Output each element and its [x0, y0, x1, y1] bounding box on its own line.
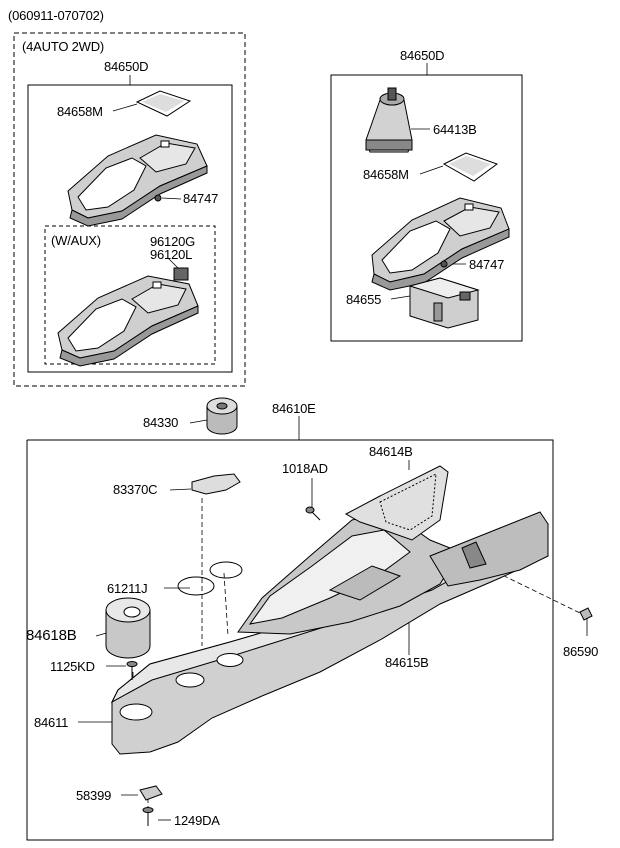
part-label-84658M-left: 84658M [57, 104, 103, 119]
part-label-83370C: 83370C [113, 482, 158, 497]
group-w-aux-frame [44, 225, 216, 365]
bezel-right [371, 197, 510, 291]
aux-jack-96120 [173, 267, 189, 281]
screw-1249DA [142, 807, 154, 826]
panel-84614B [344, 465, 449, 541]
part-label-84747-left: 84747 [183, 191, 219, 206]
bracket-83370C [191, 473, 241, 495]
part-label-1125KD: 1125KD [50, 659, 95, 674]
mat-61211J [177, 561, 243, 596]
part-label-84618B: 84618B [26, 627, 77, 644]
part-label-84611: 84611 [34, 715, 69, 730]
kit-84650D-right-frame [330, 74, 523, 342]
clip-86590 [579, 607, 593, 621]
part-label-96120L: 96120L [150, 247, 193, 262]
bracket-84655 [408, 277, 480, 329]
part-label-58399: 58399 [76, 788, 112, 803]
part-label-84658M-right: 84658M [363, 167, 409, 182]
part-label-84655: 84655 [346, 292, 382, 307]
part-label-96120G: 96120G [150, 234, 196, 249]
bezel-left-upper [67, 134, 208, 227]
clip-84747-left [154, 194, 162, 202]
part-label-61211J: 61211J [107, 581, 148, 596]
console-upper-84615B [237, 511, 461, 635]
part-label-84610E: 84610E [272, 401, 316, 416]
power-outlet-84330 [206, 397, 238, 435]
screw-1125KD [126, 661, 138, 680]
cup-holder-84618B [105, 597, 151, 659]
bolt-1018AD [305, 506, 321, 521]
console-rear-84615B [429, 511, 549, 587]
shift-boot-64413B [365, 87, 413, 153]
clip-84747-right [440, 260, 448, 268]
console-assembly-frame [26, 439, 554, 841]
bezel-aux [57, 275, 199, 367]
part-label-86590: 86590 [563, 644, 599, 659]
part-label-84650D-left: 84650D [104, 59, 149, 74]
group-4auto-2wd-frame [13, 32, 246, 387]
part-label-84330: 84330 [143, 415, 179, 430]
group-label-4auto-2wd: (4AUTO 2WD) [22, 39, 105, 54]
part-label-1249DA: 1249DA [174, 813, 220, 828]
part-label-1018AD: 1018AD [282, 461, 328, 476]
part-label-84615B: 84615B [385, 655, 429, 670]
part-label-64413B: 64413B [433, 122, 477, 137]
header-date-range: (060911-070702) [8, 8, 104, 23]
clip-58399 [139, 785, 163, 801]
part-label-84614B: 84614B [369, 444, 413, 459]
part-label-84747-right: 84747 [469, 257, 505, 272]
part-label-84650D-right: 84650D [400, 48, 445, 63]
group-label-w-aux: (W/AUX) [51, 233, 101, 248]
